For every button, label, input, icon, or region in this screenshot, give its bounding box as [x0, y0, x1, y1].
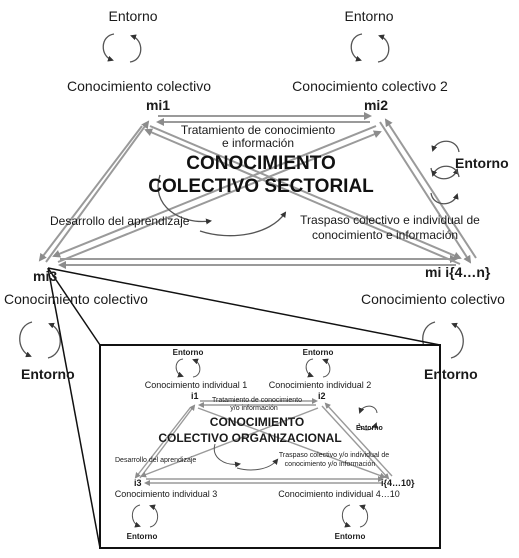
conocimiento-label: Conocimiento colectivo 2	[292, 78, 448, 94]
tratamiento-label-line1: Tratamiento de conocimiento	[211, 397, 303, 404]
central-cycle-icon	[213, 443, 279, 471]
conocimiento-label: Conocimiento colectivo	[67, 78, 211, 94]
node-label-i1: i1	[191, 391, 199, 401]
zoom-lines	[47, 267, 441, 549]
traspaso-label-line2: conocimiento e información	[311, 228, 459, 242]
tratamiento-label-line1: Tratamiento de conocimiento	[180, 123, 336, 137]
outer-connector-lines	[38, 112, 477, 269]
cycle-arrows-icon	[131, 504, 159, 528]
traspaso-label-line2: conocimiento y/o información	[284, 461, 376, 468]
cycle-arrows-icon	[102, 33, 142, 63]
conocimiento-label: Conocimiento individual 1	[144, 380, 248, 390]
inner-cycle-icons	[131, 358, 378, 528]
conocimiento-label: Conocimiento colectivo	[361, 291, 505, 307]
entorno-label: Entorno	[108, 8, 158, 24]
inner-center-title-line1: CONOCIMIENTO	[209, 415, 305, 429]
entorno-label: Entorno	[334, 532, 366, 541]
inner-connector-lines	[134, 398, 393, 486]
conocimiento-label: Conocimiento individual 2	[268, 380, 372, 390]
cycle-arrows-icon	[19, 321, 61, 359]
conocimiento-label: Conocimiento individual 3	[114, 489, 218, 499]
cycle-arrows-icon	[341, 504, 369, 528]
central-cycle-icon	[157, 174, 287, 237]
cycle-arrows-icon	[305, 358, 331, 378]
desarrollo-label: Desarrollo del aprendizaje	[115, 457, 197, 464]
cycle-arrows-icon	[358, 405, 378, 431]
entorno-label: Entorno	[356, 425, 383, 432]
cycle-arrows-icon	[175, 358, 201, 378]
node-label-mi3: mi3	[33, 268, 58, 284]
node-label-i-n: i{4…10}	[381, 478, 415, 488]
center-title-line2: COLECTIVO SECTORIAL	[148, 176, 374, 197]
traspaso-label-line1: Traspaso colectivo y/o individual de	[278, 452, 390, 459]
tratamiento-label-line2: y/o información	[230, 405, 278, 412]
cycle-arrows-icon	[430, 165, 460, 205]
zoom-box	[99, 344, 441, 549]
entorno-label: Entorno	[172, 348, 204, 357]
node-label-mi2: mi2	[363, 97, 389, 113]
cycle-arrows-icon	[350, 33, 390, 63]
node-label-i3: i3	[134, 478, 142, 488]
node-label-mi1: mi1	[145, 97, 171, 113]
desarrollo-label: Desarrollo del aprendizaje	[50, 214, 190, 228]
entorno-label: Entorno	[455, 155, 509, 171]
entorno-label: Entorno	[126, 532, 158, 541]
entorno-label: Entorno	[344, 8, 394, 24]
conocimiento-label: Conocimiento colectivo	[4, 291, 148, 307]
entorno-label: Entorno	[21, 366, 75, 382]
node-label-mi-n: mi i{4…n}	[425, 264, 491, 280]
inner-center-title-line2: COLECTIVO ORGANIZACIONAL	[158, 431, 342, 445]
entorno-label: Entorno	[424, 366, 478, 382]
traspaso-label-line1: Traspaso colectivo e individual de	[300, 213, 480, 227]
center-title-line1: CONOCIMIENTO	[186, 153, 336, 174]
tratamiento-label-line2: e información	[221, 136, 295, 150]
node-label-i2: i2	[318, 391, 326, 401]
entorno-label: Entorno	[302, 348, 334, 357]
conocimiento-label: Conocimiento individual 4…10	[278, 489, 400, 499]
